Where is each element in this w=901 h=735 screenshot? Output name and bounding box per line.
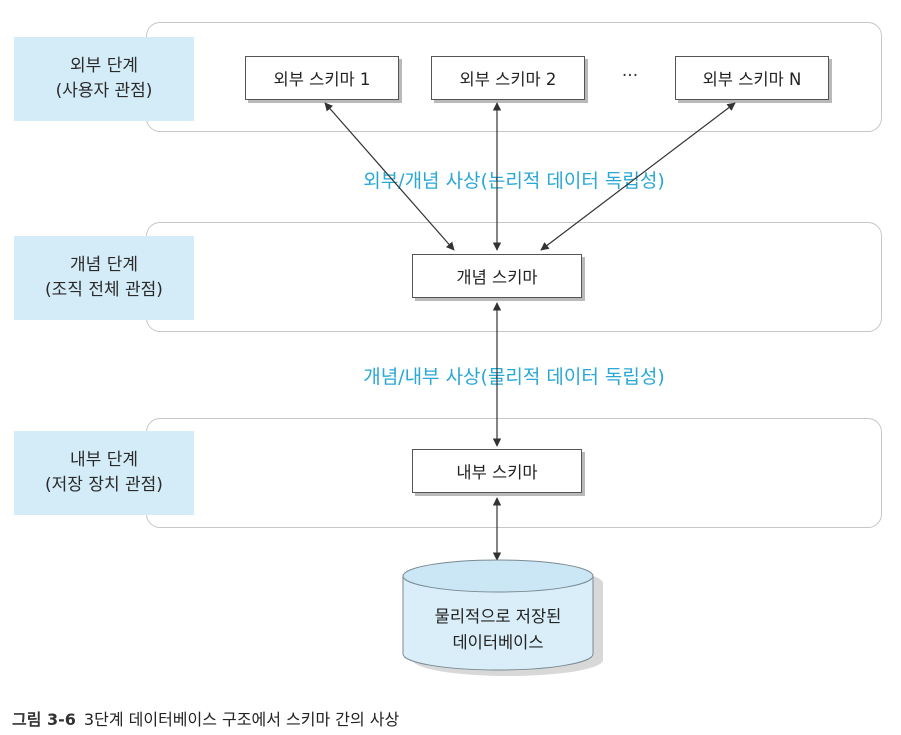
figure-caption-text: 3단계 데이터베이스 구조에서 스키마 간의 사상 xyxy=(83,710,400,729)
external-level-subtitle: (사용자 관점) xyxy=(55,81,153,101)
external-schema-1: 외부 스키마 1 xyxy=(245,56,399,100)
external-level-label: 외부 단계 (사용자 관점) xyxy=(14,37,194,121)
conceptual-level-label: 개념 단계 (조직 전체 관점) xyxy=(14,236,194,320)
external-schema-n: 외부 스키마 N xyxy=(675,56,829,100)
conceptual-internal-mapping-label: 개념/내부 사상(물리적 데이터 독립성) xyxy=(363,366,665,388)
database-label-line1: 물리적으로 저장된 xyxy=(434,607,562,626)
arrow-externaln-conceptual xyxy=(540,102,736,251)
conceptual-schema: 개념 스키마 xyxy=(412,254,582,298)
internal-level-subtitle: (저장 장치 관점) xyxy=(45,475,163,495)
conceptual-level-subtitle: (조직 전체 관점) xyxy=(45,280,163,300)
figure-caption: 그림 3-6 3단계 데이터베이스 구조에서 스키마 간의 사상 xyxy=(12,706,399,730)
external-level-title: 외부 단계 xyxy=(70,56,138,76)
figure-number: 그림 3-6 xyxy=(12,710,76,729)
database-cylinder-icon xyxy=(402,559,603,676)
ellipsis: ··· xyxy=(621,66,639,86)
database-label-line2: 데이터베이스 xyxy=(452,633,544,652)
external-schema-2: 외부 스키마 2 xyxy=(431,56,585,100)
internal-level-title: 내부 단계 xyxy=(70,450,138,470)
arrow-external1-conceptual xyxy=(324,102,455,251)
internal-schema: 내부 스키마 xyxy=(412,449,582,493)
internal-level-label: 내부 단계 (저장 장치 관점) xyxy=(14,431,194,515)
conceptual-level-title: 개념 단계 xyxy=(70,255,138,275)
